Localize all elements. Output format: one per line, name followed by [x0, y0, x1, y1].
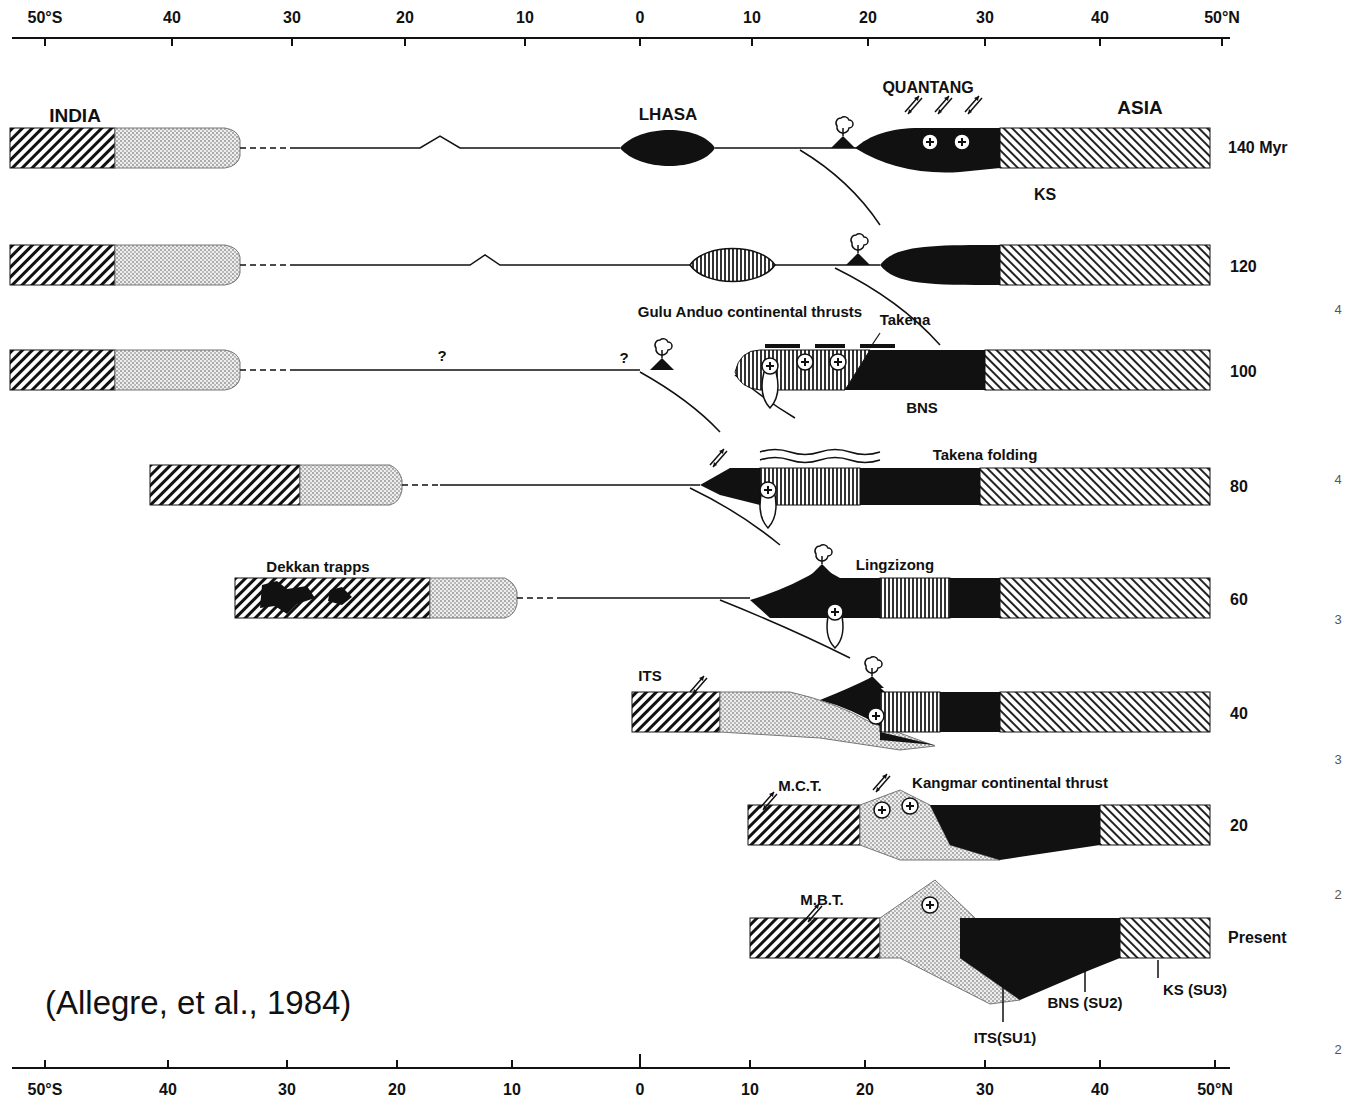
map-label: 140 Myr — [1228, 139, 1288, 157]
map-label: 0 — [636, 1081, 645, 1099]
map-label: Lingzizong — [856, 557, 934, 574]
map-label: 100 — [1230, 363, 1257, 381]
map-label: BNS (SU2) — [1047, 995, 1122, 1012]
map-label: 20 — [396, 9, 414, 27]
map-label: 2 — [1334, 1043, 1341, 1057]
map-label: 30 — [976, 1081, 994, 1099]
map-label: Dekkan trapps — [266, 559, 369, 576]
map-label: 3 — [1334, 753, 1341, 767]
map-label: 50°N — [1197, 1081, 1233, 1099]
map-label: ITS(SU1) — [974, 1030, 1037, 1047]
map-label: 20 — [856, 1081, 874, 1099]
map-label: ITS — [638, 668, 661, 685]
map-label: QUANTANG — [882, 79, 973, 97]
map-label: 40 — [163, 9, 181, 27]
map-label: 20 — [1230, 817, 1248, 835]
map-label: KS (SU3) — [1163, 982, 1227, 999]
map-label: 20 — [859, 9, 877, 27]
map-label: 40 — [159, 1081, 177, 1099]
map-label: ? — [437, 348, 446, 365]
map-label: 30 — [278, 1081, 296, 1099]
map-label: 40 — [1091, 9, 1109, 27]
map-label: ASIA — [1117, 98, 1162, 119]
map-label: BNS — [906, 400, 938, 417]
map-label: LHASA — [639, 106, 698, 125]
map-label: KS — [1034, 186, 1056, 204]
map-label: INDIA — [49, 106, 101, 127]
map-label: 2 — [1334, 888, 1341, 902]
map-label: 3 — [1334, 613, 1341, 627]
map-label: 4 — [1334, 473, 1341, 487]
map-label: ? — [619, 350, 628, 367]
map-label: 60 — [1230, 591, 1248, 609]
map-label: 10 — [503, 1081, 521, 1099]
map-label: 4 — [1334, 303, 1341, 317]
map-label: 50°N — [1204, 9, 1240, 27]
map-label: 20 — [388, 1081, 406, 1099]
map-label: 0 — [636, 9, 645, 27]
map-label: 40 — [1091, 1081, 1109, 1099]
map-label: 10 — [741, 1081, 759, 1099]
map-label: 10 — [743, 9, 761, 27]
map-label: M.B.T. — [800, 892, 843, 909]
map-label: 50°S — [28, 1081, 63, 1099]
caption: (Allegre, et al., 1984) — [45, 985, 351, 1021]
map-label: Present — [1228, 929, 1287, 947]
map-label: 30 — [283, 9, 301, 27]
map-label: Kangmar continental thrust — [890, 775, 1130, 792]
map-label: M.C.T. — [778, 778, 821, 795]
map-label: Takena folding — [933, 447, 1038, 464]
map-label: 40 — [1230, 705, 1248, 723]
map-label: Gulu Anduo continental thrusts — [625, 304, 875, 321]
map-label: 50°S — [28, 9, 63, 27]
map-label: 10 — [516, 9, 534, 27]
map-label: 80 — [1230, 478, 1248, 496]
map-label: Takena — [880, 312, 931, 329]
map-label: 30 — [976, 9, 994, 27]
map-label: 120 — [1230, 258, 1257, 276]
